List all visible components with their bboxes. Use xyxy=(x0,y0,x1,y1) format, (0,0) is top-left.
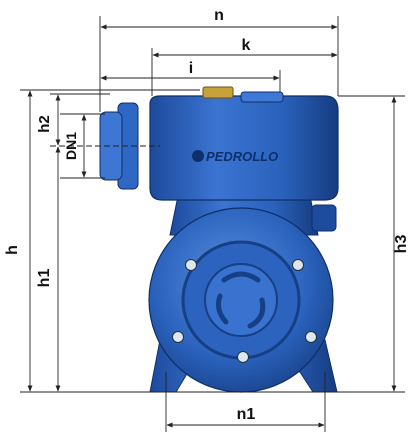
label-h2: h2 xyxy=(36,115,53,133)
logo-mark-icon xyxy=(192,150,204,162)
rotation-arrow xyxy=(247,297,266,329)
motor-ribs xyxy=(311,204,337,232)
label-k: k xyxy=(242,37,251,54)
dimension-labels: n k i h h1 h2 DN1 h3 n1 xyxy=(4,7,410,423)
dimension-lines xyxy=(20,16,405,432)
label-h3: h3 xyxy=(393,235,410,254)
rotation-arrow xyxy=(221,271,261,283)
brand-logo: PEDROLLO xyxy=(206,149,278,164)
label-n1: n1 xyxy=(237,406,256,423)
label-h: h xyxy=(4,245,21,255)
priming-plug xyxy=(202,86,234,99)
bolt xyxy=(172,331,184,343)
label-dn1: DN1 xyxy=(63,132,79,160)
pump-illustration: PEDROLLO xyxy=(99,86,339,393)
discharge-port xyxy=(240,91,284,103)
label-h1: h1 xyxy=(36,269,53,288)
bolt xyxy=(292,259,304,271)
bolt xyxy=(237,351,249,363)
label-i: i xyxy=(189,60,193,77)
bolt xyxy=(305,331,317,343)
rotation-arrow xyxy=(216,293,229,325)
pump-head xyxy=(149,95,339,201)
bolt xyxy=(185,259,197,271)
label-n: n xyxy=(214,7,224,24)
